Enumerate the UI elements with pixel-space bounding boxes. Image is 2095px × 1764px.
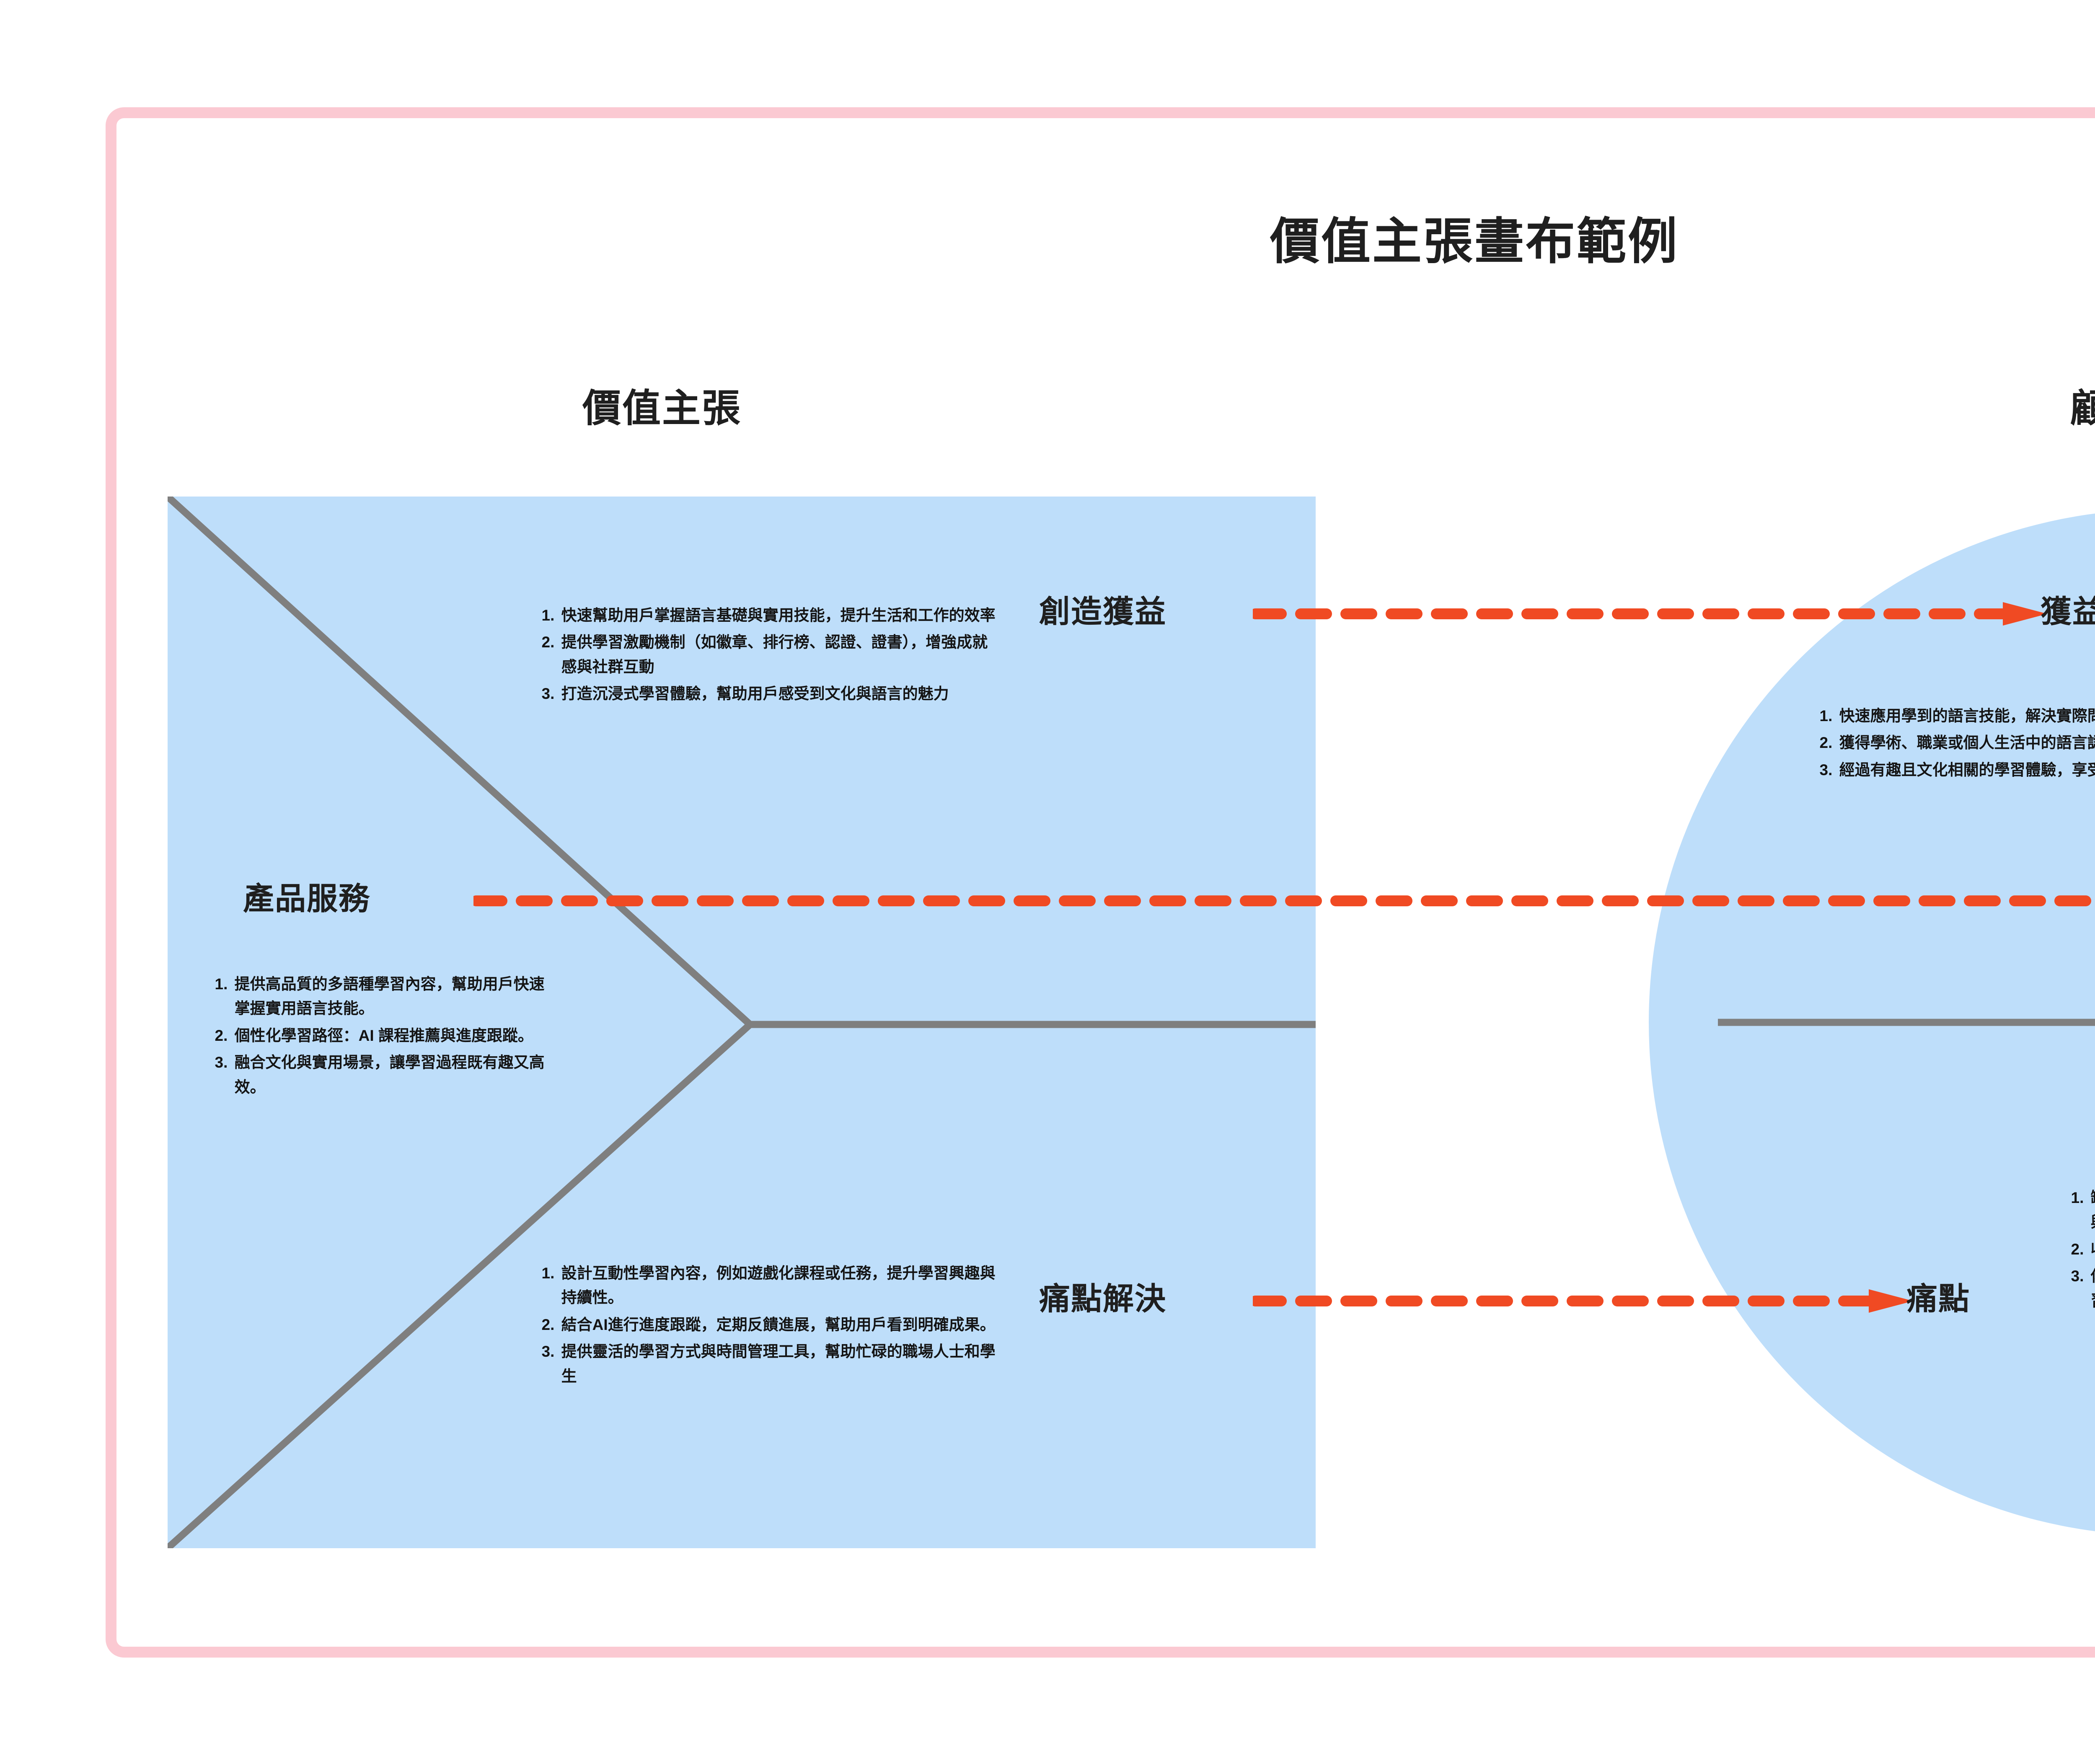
connector-label-products-services: 產品服務 [243,881,370,916]
gain-creators-list: 快速幫助用戶掌握語言基礎與實用技能，提升生活和工作的效率 提供學習激勵機制（如徽… [536,603,997,709]
list-item: 打造沉浸式學習體驗，幫助用戶感受到文化與語言的魅力 [559,682,997,706]
list-item: 提供高品質的多語種學習內容，幫助用戶快速掌握實用語言技能。 [232,972,557,1021]
list-item: 傳統在電腦前的學習方式效率低，無法無縫學習 [2088,1264,2095,1313]
list-item: 結合AI進行進度跟蹤，定期反饋進展，幫助用戶看到明確成果。 [559,1313,1001,1337]
list-item: 快速應用學到的語言技能，解決實際問題 [1837,704,2095,728]
list-item: 快速幫助用戶掌握語言基礎與實用技能，提升生活和工作的效率 [559,603,997,628]
connector-label-pain-relievers: 痛點解決 [1039,1281,1166,1316]
customer-profile-divider-lines [1718,1019,2095,1026]
dashed-arrow-right-icon-pain [1253,1289,1913,1313]
value-proposition-divider-lines [168,497,1316,1548]
heading-customer-profile: 顧客描述 [2070,387,2095,430]
connector-label-gain-creators: 創造獲益 [1039,594,1166,629]
list-item: 設計互動性學習內容，例如遊戲化課程或任務，提升學習興趣與持續性。 [559,1261,1001,1310]
list-item: 個性化學習路徑：AI 課程推薦與進度跟蹤。 [232,1024,557,1048]
connector-label-pains: 痛點 [1906,1281,1970,1316]
list-item: 經過有趣且文化相關的學習體驗，享受過程中的啟發感 [1837,758,2095,782]
list-item: 獲得學術、職業或個人生活中的語言認證或成就 [1837,731,2095,755]
products-services-list: 提供高品質的多語種學習內容，幫助用戶快速掌握實用語言技能。 個性化學習路徑：AI… [210,972,557,1102]
gains-list: 快速應用學到的語言技能，解決實際問題 獲得學術、職業或個人生活中的語言認證或成就… [1814,704,2095,785]
heading-value-proposition: 價值主張 [582,387,742,430]
pain-relievers-list: 設計互動性學習內容，例如遊戲化課程或任務，提升學習興趣與持續性。 結合AI進行進… [536,1261,1001,1391]
value-proposition-square [168,497,1316,1548]
list-item: 提供靈活的學習方式與時間管理工具，幫助忙碌的職場人士和學生 [559,1340,1001,1389]
list-item: 融合文化與實用場景，讓學習過程既有趣又高效。 [232,1050,557,1099]
list-item: 提供學習激勵機制（如徽章、排行榜、認證、證書），增強成就感與社群互動 [559,630,997,679]
customer-profile-circle [1649,509,2095,1536]
pains-list: 缺乏動力持續學習，教材單調無法激發共鳴與興趣 收穫清晰的學習進度與成果追蹤，感受… [2066,1186,2095,1316]
dashed-arrow-right-icon-gain [1253,602,2047,626]
list-item: 收穫清晰的學習進度與成果追蹤，感受到進步 [2088,1237,2095,1262]
dashed-arrow-right-icon-products [473,895,2095,906]
list-item: 缺乏動力持續學習，教材單調無法激發共鳴與興趣 [2088,1186,2095,1235]
page-title: 價值主張畫布範例 [1270,214,1679,269]
connector-label-gains: 獲益 [2041,594,2095,629]
